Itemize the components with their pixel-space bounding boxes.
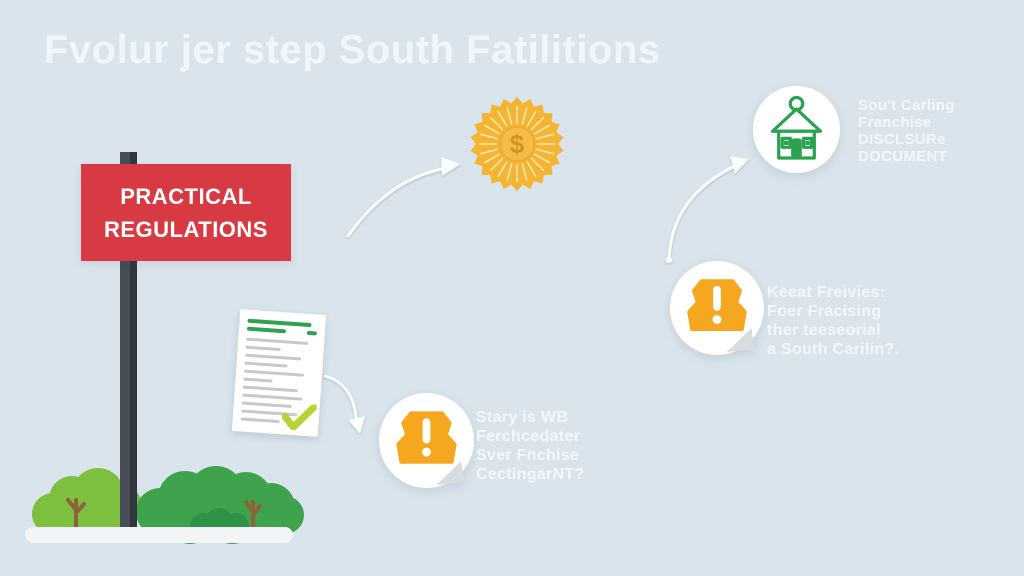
house-icon xyxy=(752,85,841,174)
document-text-line xyxy=(245,345,281,352)
warning-badge-icon xyxy=(378,392,475,489)
folded-corner xyxy=(726,328,755,353)
document-heading-line xyxy=(247,318,312,328)
warning-badge-icon xyxy=(669,260,765,356)
checkmark-icon xyxy=(281,404,317,431)
dollar-sign: $ xyxy=(510,129,525,159)
page-title: Fvolur jer step South Fatilitions xyxy=(44,28,661,72)
curved-arrow-warning-to-house-icon xyxy=(665,156,749,264)
left-twig-icon xyxy=(66,498,86,530)
document-text-line xyxy=(240,417,280,424)
ground-bar xyxy=(25,527,293,543)
sign-line-1: PRACTICAL xyxy=(120,183,252,209)
document-text-line xyxy=(242,393,303,401)
curved-arrow-document-to-warning-icon xyxy=(323,374,365,434)
document-text-line xyxy=(243,377,273,383)
document-text-line xyxy=(246,337,308,345)
dollar-starburst-icon: $ xyxy=(470,97,564,191)
curved-arrow-sign-to-coin-icon xyxy=(346,157,461,238)
warning-mid-label: Keeat Freivies: Foer Fracising ther tees… xyxy=(767,284,900,358)
document-heading-row xyxy=(246,326,317,336)
document-text-line xyxy=(244,361,288,368)
sign-line-2: REGULATIONS xyxy=(104,216,268,242)
house-label: Sou't Carling Franchise DISCLSURe DOCUME… xyxy=(858,97,955,165)
warning-bottom-label: Stary is WB Ferchcedater Sver Fnchise Ce… xyxy=(476,409,585,483)
folded-corner xyxy=(436,460,465,486)
document-text-line xyxy=(242,385,298,393)
right-twig-icon xyxy=(244,500,262,530)
document-checkmark-icon xyxy=(231,309,327,437)
document-text-line xyxy=(245,353,302,361)
document-text-line xyxy=(243,369,304,377)
regulations-sign: PRACTICAL REGULATIONS xyxy=(81,164,291,261)
